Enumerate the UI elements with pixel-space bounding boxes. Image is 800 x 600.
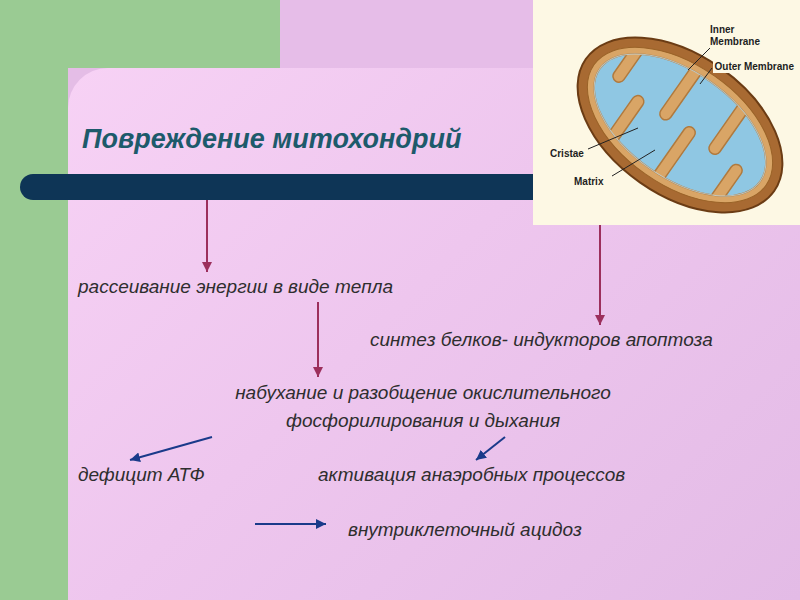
green-corner xyxy=(0,0,280,68)
title-node: Повреждение митохондрий xyxy=(20,100,533,200)
side-arrow xyxy=(255,523,326,525)
flow-text: набухание и разобщение окислительного фо… xyxy=(188,377,658,437)
part-label-holder: Outer Membrane xyxy=(713,56,796,74)
green-strip xyxy=(0,0,68,600)
flow-text: активация анаэробных процессов xyxy=(314,460,632,490)
flow-arrow xyxy=(317,302,319,377)
step-text: набухание и разобщение окислительного фо… xyxy=(192,379,654,435)
title-bar xyxy=(20,174,533,200)
top-band xyxy=(280,0,533,68)
flow-text: синтез белков- индукторов апоптоза xyxy=(366,325,719,355)
part-label: Cristae xyxy=(548,148,586,160)
step-text: синтез белков- индукторов апоптоза xyxy=(370,327,715,353)
step-text: дефицит АТФ xyxy=(78,462,207,488)
flow-arrow xyxy=(476,437,505,460)
step-text: рассеивание энергии в виде тепла xyxy=(78,274,396,300)
part-label-holder: Matrix xyxy=(572,171,605,189)
part-label: Inner Membrane xyxy=(708,24,768,48)
flow-text: рассеивание энергии в виде тепла xyxy=(74,272,400,302)
flow-text: внутриклеточный ацидоз xyxy=(344,515,588,545)
flow-arrow xyxy=(130,437,212,460)
part-label: Matrix xyxy=(572,176,605,188)
flow-text: дефицит АТФ xyxy=(74,460,211,490)
flow-arrow xyxy=(206,200,208,272)
part-label-holder: Cristae xyxy=(548,143,586,161)
step-text: активация анаэробных процессов xyxy=(318,462,628,488)
title-text: Повреждение митохондрий xyxy=(82,122,462,156)
part-label: Outer Membrane xyxy=(713,61,796,73)
step-text: внутриклеточный ацидоз xyxy=(348,517,584,543)
part-label-holder: Inner Membrane xyxy=(708,24,768,49)
